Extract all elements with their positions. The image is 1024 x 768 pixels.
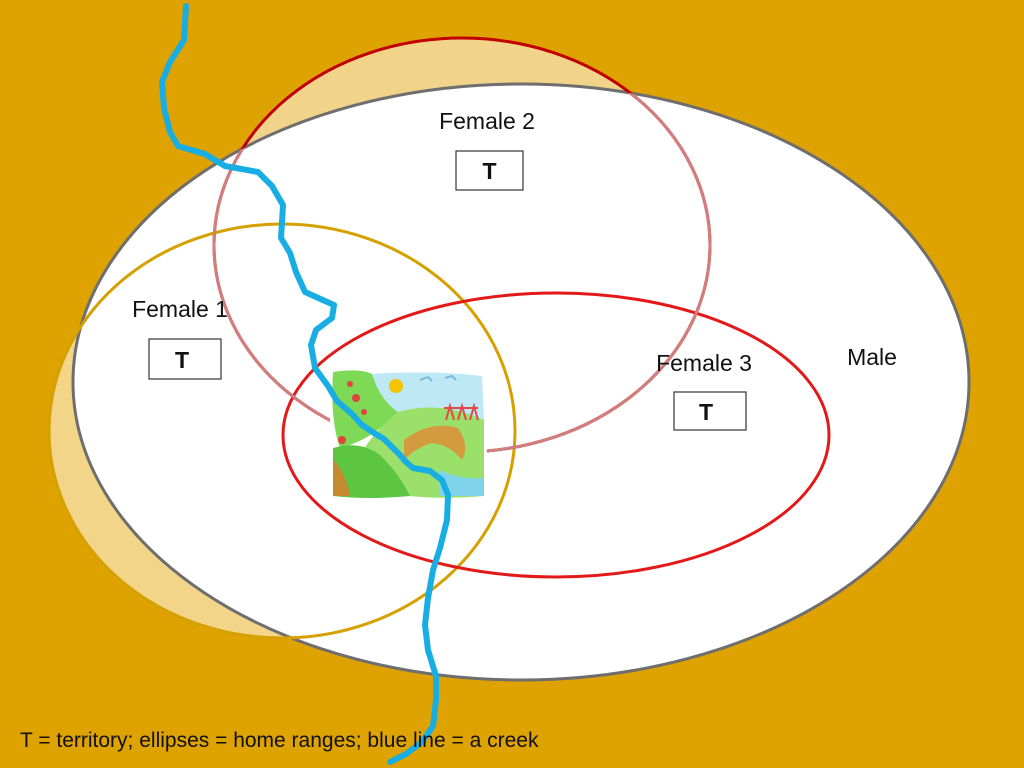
female-3-label: Female 3	[656, 350, 752, 376]
female-3-territory-label: T	[699, 399, 713, 425]
creek-line	[159, 3, 451, 765]
female-2-label: Female 2	[439, 108, 535, 134]
female-1-label: Female 1	[132, 296, 228, 322]
female-1-territory-label: T	[175, 347, 189, 373]
female-2-territory-box	[455, 150, 524, 191]
female-2-territory-label: T	[482, 158, 496, 184]
female-3-home-range	[281, 291, 831, 579]
male-home-range	[71, 82, 971, 682]
male-label: Male	[847, 344, 897, 370]
landscape-clipart-icon	[330, 369, 487, 498]
legend-note: T = territory; ellipses = home ranges; b…	[20, 729, 539, 752]
female-3-territory-box	[673, 391, 747, 431]
female-1-territory-box	[148, 338, 222, 380]
